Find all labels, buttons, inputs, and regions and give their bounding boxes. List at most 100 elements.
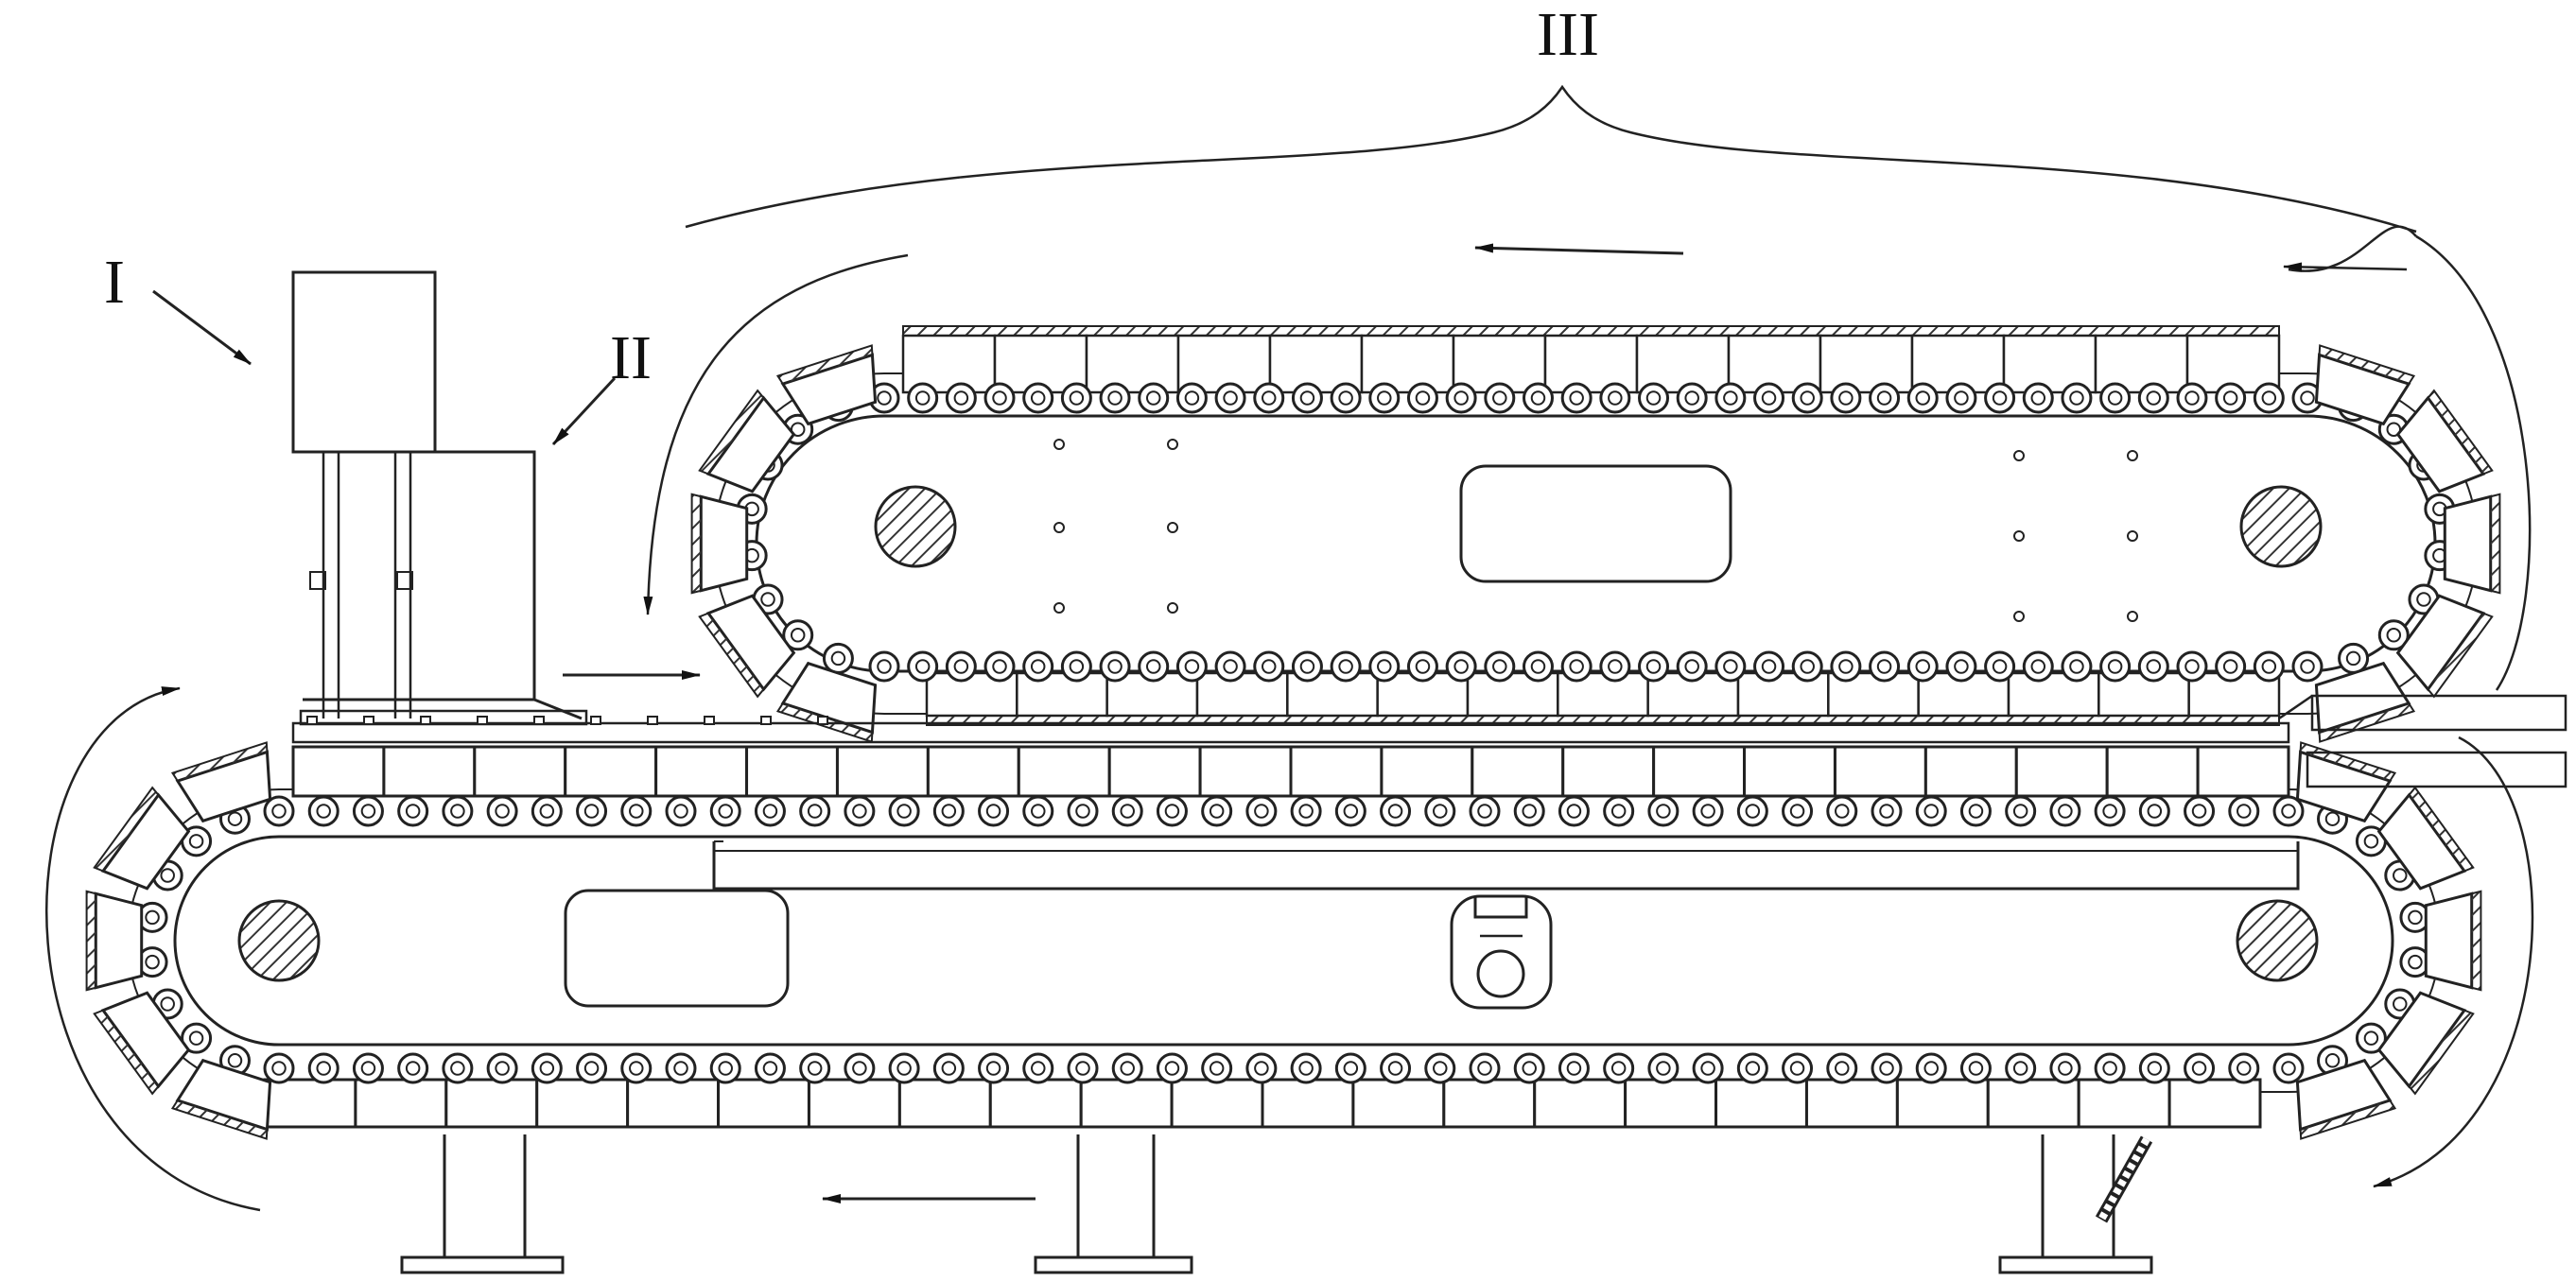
chain-roller: [907, 650, 939, 683]
chain-roller-hub: [1745, 804, 1761, 819]
chain-roller-hub: [807, 1061, 823, 1076]
chain-roller-hub: [1377, 390, 1392, 406]
frame-hole: [1053, 602, 1065, 614]
chain-roller: [307, 795, 339, 827]
end-slat-plate: [170, 741, 269, 782]
lower-chain-track-outer: [127, 788, 2441, 1093]
upper-left-turn-arrow: [643, 253, 909, 615]
slat: [1819, 334, 1914, 394]
slat: [1380, 745, 1474, 798]
chain-roller-hub: [2069, 659, 2084, 674]
upper-left-sprocket: [874, 485, 957, 568]
chain-roller-hub: [760, 592, 775, 607]
chain-roller: [397, 1052, 429, 1084]
slat: [1017, 745, 1111, 798]
slat: [1079, 1078, 1174, 1129]
chain-roller-hub: [1415, 659, 1431, 674]
slat: [1986, 1078, 2080, 1129]
chain-roller: [2061, 650, 2093, 683]
chain-roller-hub: [1223, 390, 1238, 406]
plate-bolt: [306, 716, 318, 725]
chain-roller-hub: [1031, 804, 1046, 819]
chain-roller: [2005, 1052, 2037, 1084]
label-I-arrow: [152, 289, 252, 366]
chain-roller-hub: [1968, 804, 1984, 819]
chain-roller-hub: [807, 804, 823, 819]
upper-frame-window: [1459, 464, 1732, 583]
chain-roller: [1022, 650, 1054, 683]
chain-roller-hub: [1343, 1061, 1359, 1076]
chain-roller: [2272, 795, 2305, 827]
chain-roller: [1906, 650, 1939, 683]
end-slat: [2443, 494, 2493, 593]
chain-roller-hub: [1566, 1061, 1582, 1076]
chain-roller: [1022, 795, 1054, 827]
chain-roller: [1484, 650, 1516, 683]
chain-roller-hub: [1879, 1061, 1894, 1076]
label-group-I: I: [104, 248, 252, 366]
chain-roller: [1291, 650, 1323, 683]
chain-roller-hub: [2069, 390, 2084, 406]
chain-roller-hub: [1954, 659, 1969, 674]
chain-roller: [1830, 650, 1862, 683]
chain-roller: [1060, 382, 1092, 414]
chain-roller: [1330, 382, 1362, 414]
plate-bolt: [533, 716, 545, 725]
chain-roller-hub: [1433, 804, 1448, 819]
chain-roller: [1022, 382, 1054, 414]
chain-roller-hub: [227, 811, 243, 826]
chain-roller-hub: [2300, 659, 2315, 674]
chain-roller-hub: [2393, 868, 2408, 883]
chain-roller-hub: [1838, 659, 1854, 674]
label-I: I: [104, 248, 125, 317]
chain-roller: [1906, 382, 1939, 414]
chain-roller-hub: [1299, 390, 1315, 406]
plate-bolt: [590, 716, 601, 725]
slat: [2196, 745, 2290, 798]
chain-roller: [2094, 795, 2126, 827]
chain-roller-hub: [1876, 659, 1892, 674]
upper-conveyor-brace: III: [685, 0, 2417, 234]
chain-roller: [1984, 650, 2016, 683]
chain-roller-hub: [1879, 804, 1894, 819]
chain-roller-hub: [1530, 390, 1546, 406]
chain-roller: [2137, 650, 2169, 683]
chain-roller: [2338, 642, 2370, 674]
slat: [1804, 1078, 1899, 1129]
chain-roller-hub: [1992, 659, 2008, 674]
plate-bolt: [363, 716, 374, 725]
chain-roller-hub: [2147, 1061, 2163, 1076]
chain-roller: [888, 795, 920, 827]
chain-roller-hub: [2408, 909, 2423, 926]
chain-roller: [1959, 795, 1992, 827]
chain-roller: [1603, 1052, 1635, 1084]
slat: [444, 1078, 539, 1129]
chain-roller: [442, 795, 474, 827]
chain-roller: [1380, 795, 1412, 827]
slat: [897, 1078, 992, 1129]
chain-roller: [1334, 1052, 1366, 1084]
slat: [291, 745, 386, 798]
chain-roller: [945, 382, 977, 414]
chain-roller-hub: [941, 1061, 957, 1076]
chain-roller: [907, 382, 939, 414]
end-slat: [705, 395, 796, 493]
chain-roller-hub: [1915, 659, 1930, 674]
chain-roller-hub: [673, 804, 688, 819]
chain-roller-hub: [1387, 804, 1403, 819]
chain-roller-hub: [2102, 1061, 2117, 1076]
chain-roller: [1138, 650, 1170, 683]
chain-roller: [799, 795, 831, 827]
chain-roller: [181, 1022, 213, 1054]
slat: [717, 1078, 810, 1129]
end-slat-plate: [170, 1099, 269, 1140]
chain-roller-hub: [1915, 390, 1930, 406]
chain-roller: [754, 1052, 786, 1084]
chain-roller-hub: [1299, 659, 1315, 674]
chain-roller: [932, 1052, 965, 1084]
chain-roller: [531, 1052, 563, 1084]
slat: [988, 1078, 1083, 1129]
plate-bolt: [704, 716, 715, 725]
slat: [1652, 745, 1747, 798]
chain-roller-hub: [2102, 804, 2117, 819]
